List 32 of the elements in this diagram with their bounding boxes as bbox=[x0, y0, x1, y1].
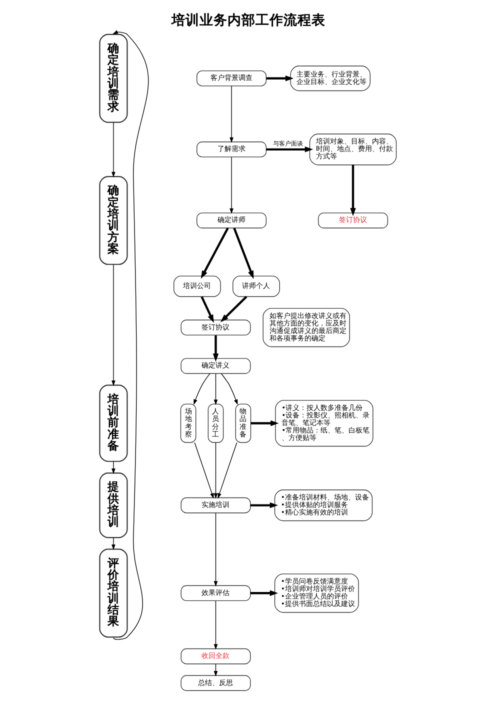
arrow bbox=[250, 590, 278, 596]
arrow bbox=[250, 502, 278, 508]
node-box: 培训前准备 bbox=[99, 384, 128, 462]
arrow bbox=[112, 122, 116, 178]
arrow bbox=[220, 373, 238, 405]
node-box: 确定培训方案 bbox=[99, 176, 128, 265]
arrow bbox=[112, 461, 116, 474]
node-box: 确定培训需求 bbox=[99, 34, 128, 123]
arrow bbox=[230, 86, 234, 143]
arrow bbox=[233, 228, 254, 279]
arrow bbox=[200, 296, 214, 323]
arrow bbox=[266, 146, 314, 152]
arrow bbox=[220, 296, 248, 322]
arrow bbox=[214, 512, 218, 587]
arrow bbox=[230, 156, 234, 214]
arrow bbox=[194, 442, 214, 499]
arrow bbox=[194, 373, 210, 405]
arrow bbox=[350, 164, 356, 216]
arrow bbox=[212, 335, 219, 362]
arrow bbox=[218, 442, 238, 499]
diagram-title: 培训业务内部工作流程表 bbox=[171, 12, 326, 28]
arrow bbox=[250, 420, 279, 426]
node-box: 评价培训结果 bbox=[99, 548, 128, 638]
arrow bbox=[214, 600, 218, 650]
arrow bbox=[266, 76, 294, 82]
arrow bbox=[214, 442, 218, 499]
arrow bbox=[112, 30, 149, 640]
arrow bbox=[214, 373, 218, 406]
arrow bbox=[112, 537, 116, 550]
arrow bbox=[200, 228, 229, 279]
arrow bbox=[112, 264, 116, 386]
node-box: 提供培训 bbox=[99, 472, 128, 538]
